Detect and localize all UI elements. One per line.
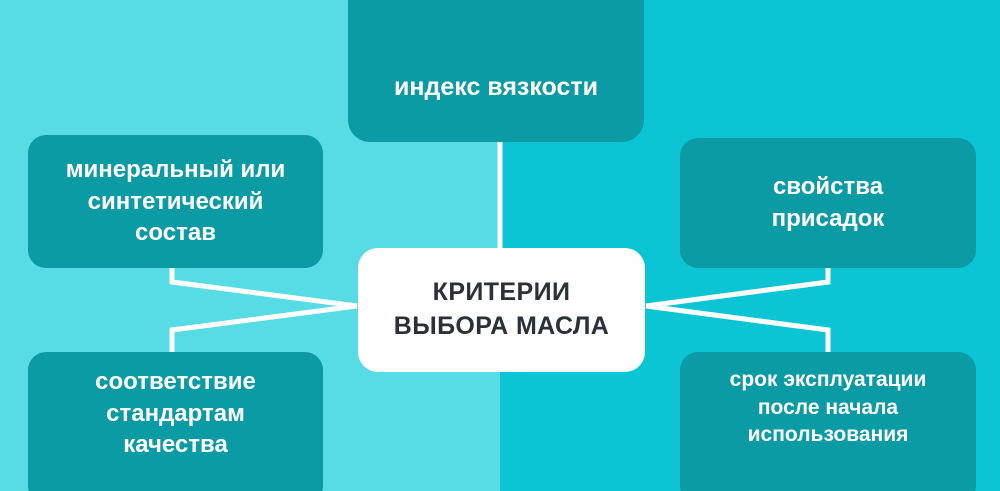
- center-title-label: КРИТЕРИИ ВЫБОРА МАСЛА: [372, 276, 631, 344]
- node-standards-label: соответствие стандартам качества: [42, 366, 309, 461]
- node-lifetime[interactable]: срок эксплуатации после начала использов…: [680, 352, 976, 491]
- node-standards[interactable]: соответствие стандартам качества: [28, 352, 323, 491]
- node-lifetime-line-3: использования: [747, 423, 909, 447]
- node-viscosity[interactable]: индекс вязкости: [348, 0, 644, 142]
- node-additives-label: свойства присадок: [694, 171, 962, 234]
- node-viscosity-label: индекс вязкости: [394, 73, 598, 101]
- node-lifetime-line-2: после начала: [757, 395, 899, 419]
- node-composition[interactable]: минеральный или синтетический состав: [28, 135, 323, 268]
- node-standards-line-1: соответствие: [95, 368, 256, 395]
- node-standards-line-3: качества: [123, 431, 228, 459]
- node-composition-line-3: состав: [135, 219, 216, 247]
- node-composition-label: минеральный или синтетический состав: [42, 154, 309, 249]
- node-composition-line-2: синтетический: [87, 187, 264, 215]
- node-additives-line-1: свойства: [772, 173, 884, 201]
- node-lifetime-label: срок эксплуатации после начала использов…: [694, 366, 962, 449]
- node-additives-line-2: присадок: [771, 205, 885, 232]
- center-title-line-1: КРИТЕРИИ: [432, 278, 571, 307]
- center-title-line-2: ВЫБОРА МАСЛА: [393, 312, 610, 340]
- node-composition-line-1: минеральный или: [65, 155, 286, 183]
- node-center-title[interactable]: КРИТЕРИИ ВЫБОРА МАСЛА: [358, 248, 645, 372]
- node-additives[interactable]: свойства присадок: [680, 138, 976, 268]
- node-standards-line-2: стандартам: [106, 399, 245, 427]
- node-lifetime-line-1: срок эксплуатации: [729, 368, 927, 391]
